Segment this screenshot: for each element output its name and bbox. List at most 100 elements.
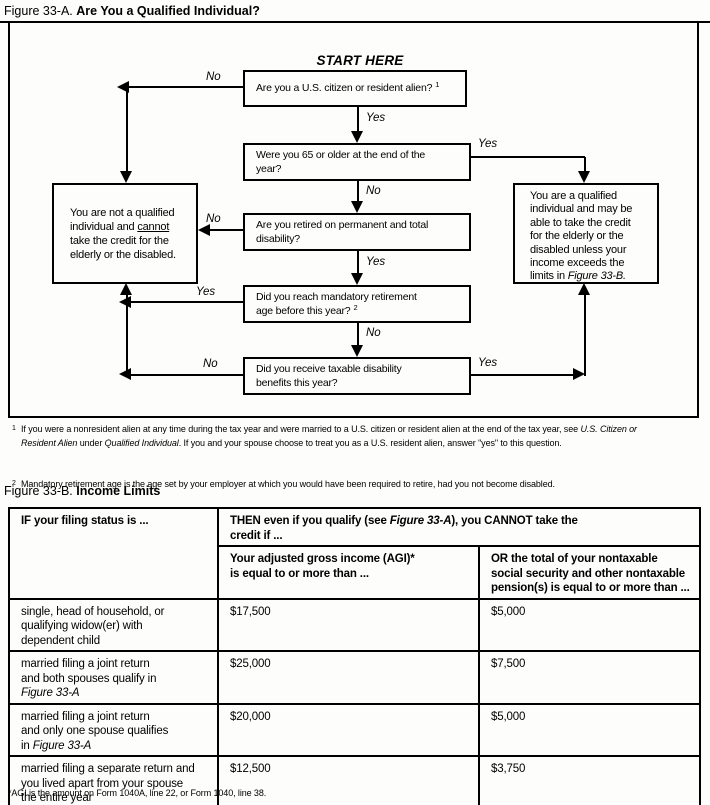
cell-agi-joint-one: $20,000 xyxy=(217,702,480,757)
footnote-2-marker: 2 xyxy=(12,480,16,487)
header-pension-text: OR the total of your nontaxable social s… xyxy=(491,553,690,594)
cell-status-single: single, head of household, or qualifying… xyxy=(8,597,219,652)
label-q2-yes: Yes xyxy=(478,138,498,150)
not-qualified-pre: You are not a qualified individual and xyxy=(70,206,175,233)
connector-q2-yes-down xyxy=(584,157,586,172)
connector-q2-no xyxy=(357,181,359,202)
result-box-not-qualified: You are not a qualified individual and c… xyxy=(52,183,198,284)
label-q1-yes: Yes xyxy=(366,112,386,124)
header-then-post: ), you CANNOT take the credit if ... xyxy=(230,515,578,542)
table-row: married filing a separate return and you… xyxy=(8,755,702,805)
arrowhead-down-icon xyxy=(351,201,363,213)
question-box-citizen: Are you a U.S. citizen or resident alien… xyxy=(243,70,467,107)
connector-q4-yes xyxy=(130,301,243,303)
arrowhead-up-icon xyxy=(578,283,590,295)
start-here-label: START HERE xyxy=(316,53,404,68)
footnote-1-italic-citizen: U.S. Citizen or Resident Alien xyxy=(21,424,637,448)
table-row: single, head of household, or qualifying… xyxy=(8,597,702,652)
cell-agi-single: $17,500 xyxy=(217,597,480,652)
qualified-figure-ref: Figure 33-B. xyxy=(567,270,626,283)
status-separate-text: married filing a separate return and you… xyxy=(21,763,195,804)
cell-status-joint-both: married filing a joint return and both s… xyxy=(8,650,219,705)
question-citizen-text: Are you a U.S. citizen or resident alien… xyxy=(245,80,442,96)
cell-pension-joint-one: $5,000 xyxy=(477,702,702,757)
income-limits-table: IF your filing status is ... THEN even i… xyxy=(8,507,702,805)
label-q1-no: No xyxy=(206,71,221,83)
qualified-pre: You are a qualified individual and may b… xyxy=(530,190,633,283)
connector-q4-no xyxy=(357,323,359,346)
header-then-figure-ref: Figure 33-A xyxy=(389,515,452,527)
header-filing-status: IF your filing status is ... xyxy=(8,507,219,600)
connector-left-collector xyxy=(126,294,128,376)
arrowhead-left-icon xyxy=(119,368,131,380)
question-disability-retired-text: Are you retired on permanent and total d… xyxy=(256,219,429,245)
connector-q3-yes xyxy=(357,251,359,274)
question-box-disability-retired: Are you retired on permanent and total d… xyxy=(243,213,471,251)
footnote-ref-1: 1 xyxy=(435,80,440,89)
arrowhead-down-icon xyxy=(351,131,363,143)
cell-agi-separate: $12,500 xyxy=(217,755,480,805)
label-q2-no: No xyxy=(366,185,381,197)
table-row: married filing a joint return and only o… xyxy=(8,702,702,757)
arrowhead-down-icon xyxy=(578,171,590,183)
status-single-text: single, head of household, or qualifying… xyxy=(21,605,165,647)
footnote-1-post: . If you and your spouse choose to treat… xyxy=(178,437,562,448)
connector-q1-no xyxy=(128,86,243,88)
question-box-age-65: Were you 65 or older at the end of the y… xyxy=(243,143,471,181)
footnote-1-pre: If you were a nonresident alien at any t… xyxy=(21,424,581,434)
cell-agi-joint-both: $25,000 xyxy=(217,650,480,705)
cell-pension-joint-both: $7,500 xyxy=(477,650,702,705)
question-taxable-benefits-text: Did you receive taxable disability benef… xyxy=(256,363,402,389)
header-agi-text: Your adjusted gross income (AGI)* is equ… xyxy=(230,553,415,580)
figure-b-title-text: Income Limits xyxy=(76,484,161,498)
header-then-pre: THEN even if you qualify (see xyxy=(230,515,390,527)
footnote-1-marker: 1 xyxy=(12,425,16,432)
not-qualified-cannot: cannot xyxy=(137,220,170,233)
label-q4-yes: Yes xyxy=(196,286,216,298)
arrowhead-right-icon xyxy=(573,368,585,380)
arrowhead-left-icon xyxy=(119,296,131,308)
figure-a-footnote-1: 1 If you were a nonresident alien at any … xyxy=(8,423,710,450)
label-q5-yes: Yes xyxy=(478,357,498,369)
footnote-2-text: Mandatory retirement age is the age set … xyxy=(21,479,555,489)
footnote-ref-2: 2 xyxy=(353,302,358,312)
flowchart-frame xyxy=(8,21,699,418)
arrowhead-down-icon xyxy=(351,345,363,357)
status-joint-one-italic: Figure 33-A xyxy=(32,739,92,752)
cell-status-joint-one: married filing a joint return and only o… xyxy=(8,702,219,757)
result-box-qualified: You are a qualified individual and may b… xyxy=(513,183,659,284)
header-then-cannot: THEN even if you qualify (see Figure 33-… xyxy=(216,507,702,547)
arrowhead-down-icon xyxy=(351,273,363,285)
arrowhead-down-icon xyxy=(120,171,132,183)
status-joint-one-text: married filing a joint return and only o… xyxy=(21,710,169,752)
cell-pension-single: $5,000 xyxy=(477,597,702,652)
question-citizen-label: Are you a U.S. citizen or resident alien… xyxy=(256,82,433,94)
connector-right-collector xyxy=(584,294,586,376)
figure-a-footnote-2: 2 Mandatory retirement age is the age set… xyxy=(8,478,710,492)
status-joint-both-text: married filing a joint return and both s… xyxy=(21,658,157,685)
label-q3-yes: Yes xyxy=(366,256,386,268)
header-filing-status-text: IF your filing status is ... xyxy=(21,515,149,527)
arrowhead-up-icon xyxy=(120,283,132,295)
figure-b-title-prefix: Figure 33-B. xyxy=(4,484,77,498)
label-q4-no: No xyxy=(366,327,381,339)
label-q5-no: No xyxy=(203,358,218,370)
question-box-mandatory-retirement: Did you reach mandatory retirement age b… xyxy=(243,285,471,323)
connector-q5-no xyxy=(130,374,243,376)
header-agi: Your adjusted gross income (AGI)* is equ… xyxy=(217,545,480,600)
connector-q1-yes xyxy=(357,107,359,133)
figure-a-title-text: Are You a Qualified Individual? xyxy=(76,4,260,18)
cell-pension-separate: $3,750 xyxy=(477,755,702,805)
question-mandatory-retirement-text: Did you reach mandatory retirement age b… xyxy=(245,290,420,319)
status-joint-both-italic: Figure 33-A xyxy=(21,687,80,699)
header-pension: OR the total of your nontaxable social s… xyxy=(477,545,702,600)
connector-q2-yes xyxy=(471,156,585,158)
not-qualified-post: take the credit for the elderly or the d… xyxy=(70,234,176,261)
connector-q3-no xyxy=(209,229,243,231)
figure-b-title: Figure 33-B. Income Limits xyxy=(4,484,160,498)
arrowhead-left-icon xyxy=(198,224,210,236)
figure-b-footnote: *AGI is the amount on Form 1040A, line 2… xyxy=(8,788,267,798)
figure-a-title: Figure 33-A. Are You a Qualified Individ… xyxy=(4,4,260,18)
result-not-qualified-text: You are not a qualified individual and c… xyxy=(54,206,176,262)
